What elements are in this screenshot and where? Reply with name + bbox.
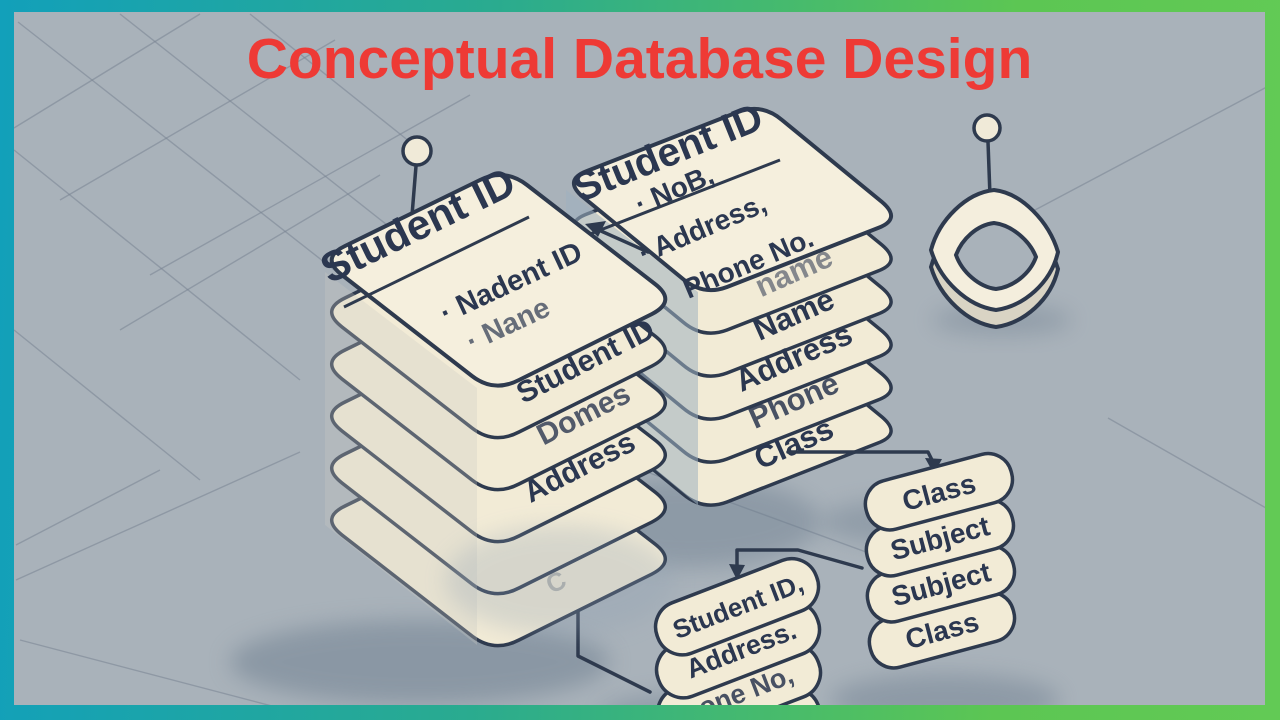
right-stack-header-divider <box>584 158 781 238</box>
connector-detail-left-hook <box>729 548 864 580</box>
page-title: Conceptual Database Design <box>246 27 1033 91</box>
floor-grid-lines <box>14 13 1265 705</box>
illustration-canvas: Conceptual Database Design <box>14 12 1265 705</box>
diagram-scene: Student ID · NoB, · Address, Phone No. n… <box>14 13 1265 705</box>
ring-shape <box>929 188 1060 329</box>
entity-detail-left-stack: one No, Address. Student ID, <box>653 556 823 705</box>
left-stack-header-divider <box>343 215 530 309</box>
left-stack-side-shading <box>325 272 477 645</box>
haze-shadow <box>445 525 675 635</box>
pin-ring-shape <box>972 113 1002 197</box>
entity-left-stack: Student ID · Nadent ID · Nane Student ID… <box>313 158 668 648</box>
connector-arrow-right-to-left <box>585 221 650 254</box>
entity-detail-right-stack: Class Subject Subject Class <box>863 451 1017 670</box>
